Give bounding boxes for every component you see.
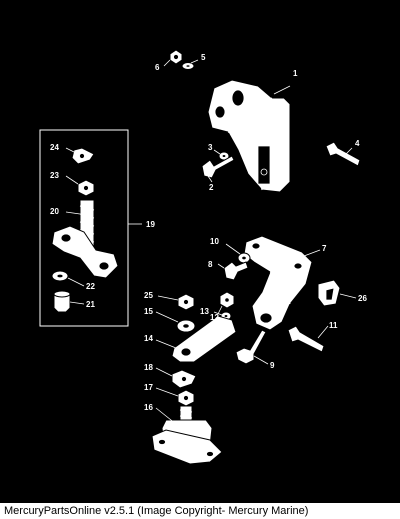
long-bolt-part [325,141,361,167]
nut-part-25 [157,293,195,311]
inset-box [39,129,142,327]
callout-15: 15 [144,307,153,316]
callout-7: 7 [322,244,327,253]
callout-10: 10 [210,237,219,246]
upper-bracket-part [207,79,291,193]
nut-part-12 [217,291,235,315]
washer-part-15 [155,311,196,333]
callout-2: 2 [209,183,214,192]
callout-19: 19 [146,220,155,229]
callout-16: 16 [144,403,153,412]
exploded-parts-diagram: 1 2 3 4 5 6 7 8 9 10 11 12 13 14 15 16 1… [39,49,367,465]
callout-18: 18 [144,363,153,372]
bracket-bolt-part [201,149,235,183]
callout-5: 5 [201,53,206,62]
image-caption: MercuryPartsOnline v2.5.1 (Image Copyrig… [4,505,309,517]
clip-part-24 [65,147,95,165]
callout-23: 23 [50,171,59,180]
callout-9: 9 [270,361,275,370]
nut-part-23 [65,175,95,197]
bolt-part-11 [287,325,329,353]
clip-part-26 [317,279,357,307]
callout-17: 17 [144,383,153,392]
rod-end-part-14 [155,315,237,363]
bushing-part-21 [53,290,85,313]
nut-part-17 [155,387,195,407]
callout-24: 24 [50,143,59,152]
callout-21: 21 [86,300,95,309]
callout-20: 20 [50,207,59,216]
callout-1: 1 [293,69,298,78]
mount-bracket-part [243,235,321,331]
top-nut-part [163,49,199,70]
bolt-part-9 [235,329,269,365]
bolt-part-8 [217,261,249,281]
callout-22: 22 [86,282,95,291]
callout-12: 12 [210,313,219,322]
callout-25: 25 [144,291,153,300]
callout-6: 6 [155,63,160,72]
engine-mount-part-16 [151,405,223,465]
callout-8: 8 [208,260,213,269]
callout-14: 14 [144,334,153,343]
callout-4: 4 [355,139,360,148]
clip-part-18 [155,367,197,389]
link-plate-part [51,225,119,279]
callout-13: 13 [200,307,209,316]
caption-bar: MercuryPartsOnline v2.5.1 (Image Copyrig… [0,503,400,519]
callout-11: 11 [329,321,338,330]
washer-part-22 [51,270,85,287]
callout-3: 3 [208,143,213,152]
callout-26: 26 [358,294,367,303]
